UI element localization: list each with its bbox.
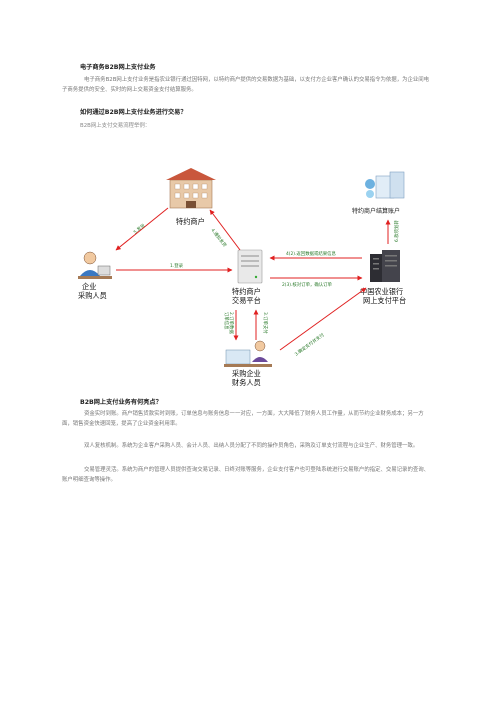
- bank-server-icon: [370, 250, 400, 282]
- doc-title: 电子商务B2B网上支付业务: [80, 64, 156, 71]
- intro-paragraph: 电子商务B2B网上支付业务是指农业银行通过因特网，以特约商户提供的交易数据为基础…: [62, 77, 430, 93]
- arrow-label-pay-order: 3.订单支付: [262, 312, 269, 334]
- arrow-label-confirm: 2(3).核对订单，确认订单: [282, 281, 333, 288]
- node-finance-line1: 采购企业: [232, 369, 261, 378]
- question-how: 如何通过B2B网上支付业务进行交易？: [80, 109, 187, 116]
- b2b-flow-diagram: 特约商户 企业 采购人员 特约商户 交易平台 中国农业银行 网上支付平台 特约商…: [78, 168, 406, 387]
- arrow-label-notify: 4.通知发货: [209, 227, 228, 249]
- arrow-label-order-info: 订单信息: [223, 312, 230, 330]
- arrow-label-deliver: 5.发货: [132, 222, 147, 236]
- paragraph-flexible: 交易管理灵活。系统为商户的管理人员提供查询交易记录、日终对账等服务，企业支付客户…: [62, 467, 430, 483]
- node-settlement-account: 特约商户结算账户: [352, 207, 400, 215]
- account-server-icon: [365, 171, 405, 199]
- arrow-label-login: 1.登录: [170, 262, 184, 269]
- node-platform-line1: 特约商户: [232, 287, 261, 296]
- arrow-label-return: 4(2).返回数据或结果信息: [286, 250, 337, 257]
- building-icon: [166, 168, 216, 209]
- finance-staff-icon: [224, 340, 272, 367]
- paragraph-dual-review: 双人复核机制。系统为企业客户采购人员、会计人员、出纳人员分配了不同的操作员角色，…: [84, 443, 419, 449]
- node-enterprise-line2: 采购人员: [78, 291, 107, 300]
- node-enterprise-line1: 企业: [82, 282, 96, 291]
- node-finance-line2: 财务人员: [232, 378, 261, 387]
- node-bank-line1: 中国农业银行: [360, 287, 403, 296]
- example-label: B2B网上支付交易流程举例：: [80, 123, 151, 129]
- buyer-person-icon: [78, 251, 112, 279]
- node-bank-line2: 网上支付平台: [363, 296, 406, 305]
- paragraph-realtime: 资金实时到账。商户销售货款实时到账，订单信息与账务信息一一对应，一方面，大大降低…: [62, 411, 424, 427]
- server-icon: [237, 249, 263, 284]
- question-highlights: B2B网上支付业务有何亮点？: [80, 399, 162, 406]
- node-platform-line2: 交易平台: [232, 296, 261, 305]
- arrow-label-order-data: 2.订单数据: [228, 312, 235, 334]
- arrow-label-transfer: 6.款项划转: [393, 220, 400, 242]
- node-merchant: 特约商户: [176, 217, 205, 226]
- arrow-label-confirm-pay: 3.确定支付并支付: [293, 331, 326, 358]
